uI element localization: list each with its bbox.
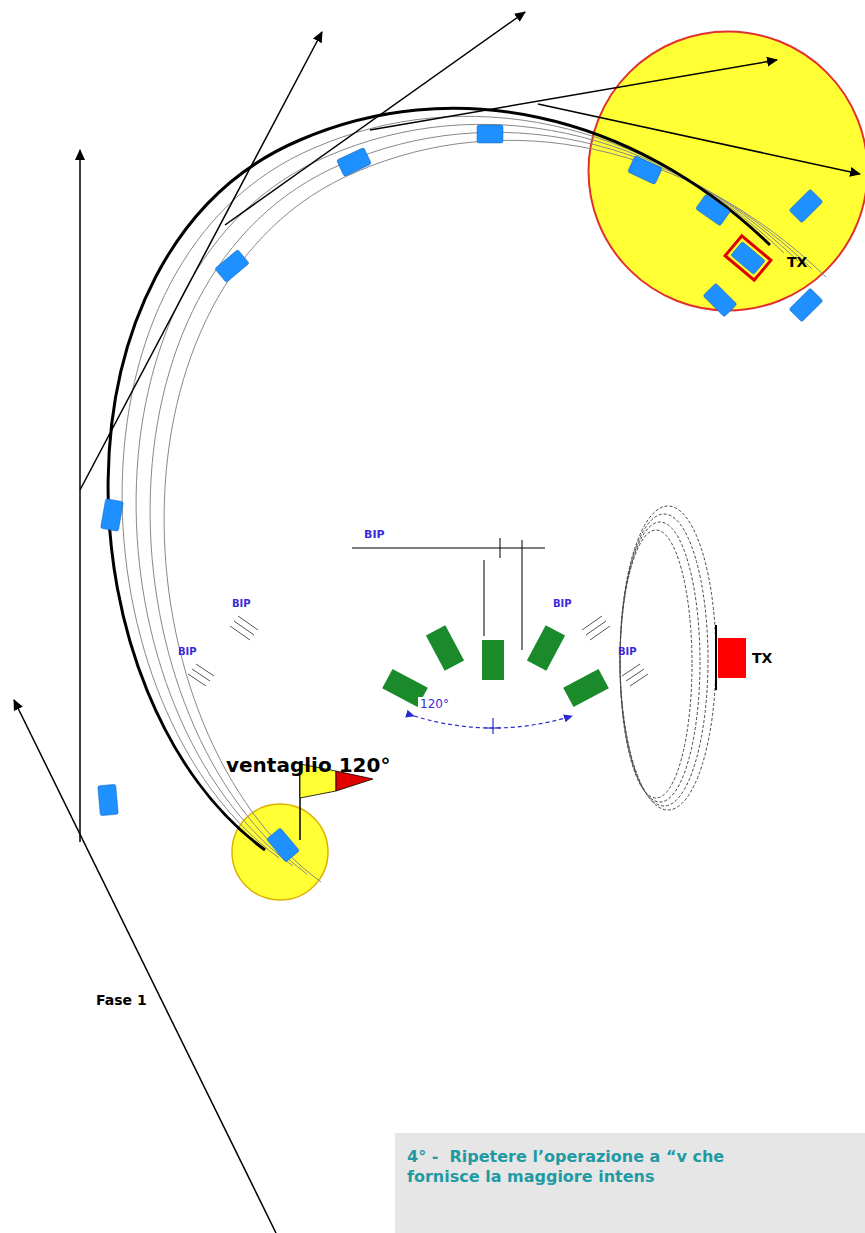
receiver-fan [382,625,609,707]
loop-antenna [620,506,716,810]
instruction-text: 4° - Ripetere l’operazione a “v che forn… [407,1147,739,1187]
track-lines [122,116,826,882]
main-track [108,108,770,850]
transmitter-marker [725,236,771,280]
diagram-label: ventaglio 120° [226,753,390,777]
note-box: 4° - Ripetere l’operazione a “v che forn… [395,1133,865,1233]
loop-wire [715,625,717,690]
diagram-label: 120° [418,697,451,711]
diagram-label: TX [752,650,772,666]
circle-outline [589,32,865,311]
signal-hatch [188,616,648,686]
signal-label: BIP [364,528,385,541]
receiver-positions [98,125,823,862]
diagram-label: Fase 1 [96,992,147,1008]
transmitter-box [718,638,746,678]
phase-highlight [232,804,328,900]
transmitter-label: TX [787,254,807,270]
signal-label: BIP [178,646,197,657]
signal-leaders [352,538,545,650]
signal-label: BIP [618,646,637,657]
angle-tick [492,718,493,734]
signal-label: BIP [553,598,572,609]
signal-label: BIP [232,598,251,609]
angle-tick [485,727,501,728]
tangent-arrows [14,12,860,1233]
